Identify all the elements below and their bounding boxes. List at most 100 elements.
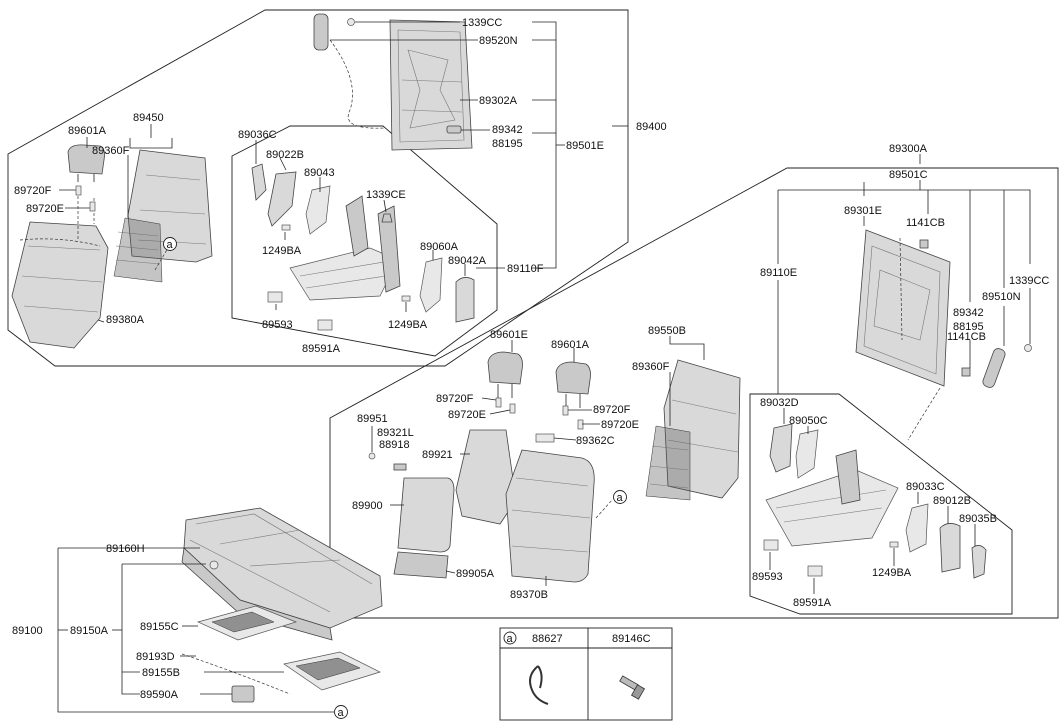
bolt-89146C-icon [619,675,646,700]
label-89362C: 89362C [576,435,615,447]
headrest-89601A-left [67,144,105,175]
label-89360F-left: 89360F [92,145,130,157]
label-89100: 89100 [12,625,43,637]
label-1141CB-1: 1141CB [906,217,945,229]
cover-89042A [455,277,475,323]
legend-part-88627: 88627 [532,633,563,645]
label-89400: 89400 [636,121,667,133]
legend-marker: a [507,633,514,645]
nut-1339CE [381,213,393,223]
boundary-89400 [7,9,629,367]
label-89520N: 89520N [479,35,518,47]
label-89720F-mid1: 89720F [436,393,474,405]
label-1339CC-top: 1339CC [462,17,502,29]
pad-89155B [283,651,381,691]
label-1249BA-left1: 1249BA [262,245,302,257]
label-89380A: 89380A [106,314,145,326]
clip-89591A-left [317,319,333,331]
frame-right [765,449,899,547]
label-89060A: 89060A [420,241,459,253]
group-89400: 1339CC 89520N 89302A 89342 88195 89501E … [7,9,667,367]
label-89905A: 89905A [456,568,495,580]
label-89601A-mid: 89601A [551,339,590,351]
label-89155B: 89155B [142,667,180,679]
module-89590A [231,685,255,703]
label-89022B: 89022B [266,149,304,161]
cover-89033C [905,503,929,553]
label-89720E-left: 89720E [26,203,64,215]
label-89110E: 89110E [760,267,797,279]
bolt-1141CB-1 [919,239,929,249]
legend-marker-circle [503,631,517,645]
screw-89720F-mid1 [495,397,502,408]
label-89050C: 89050C [789,415,828,427]
label-1249BA-right: 1249BA [872,567,912,579]
cover-89012B [939,523,961,573]
clip-88627-icon [529,665,549,705]
label-88918: 88918 [379,439,410,451]
plate-89362C [535,433,555,443]
bolt-1249BA-left1 [281,224,291,231]
heater-pad-89360F-mid [645,425,691,501]
frame-89110F [289,195,401,301]
bolt-89342-left [446,125,462,134]
label-89601A-left: 89601A [68,125,107,137]
label-89720F-mid2: 89720F [593,404,631,416]
cover-89043 [305,185,331,235]
label-89720F-left: 89720F [14,185,52,197]
screw-89720F-mid2 [562,405,569,416]
label-89342-left: 89342 [492,124,523,136]
label-89591A-left: 89591A [302,343,341,355]
label-89510N: 89510N [982,291,1021,303]
bolt-1141CB-2 [961,367,971,377]
legend-table: a 88627 89146C [499,627,673,721]
bracket-89921 [455,429,517,525]
legend-part-89146C: 89146C [612,633,651,645]
label-89593-right: 89593 [752,571,783,583]
label-88195-right: 88195 [953,321,984,333]
clip-89593-left [267,291,283,303]
boundary-frame-box-right [749,393,1013,615]
rod-89510N [982,348,1006,388]
label-89501C: 89501C [889,169,928,181]
label-89593-left: 89593 [262,319,293,331]
screw-89720F-left [75,185,82,196]
cup-89905A [393,551,449,579]
label-89450: 89450 [133,112,164,124]
callout-a-mid-text: a [617,492,624,504]
group-89300A: 89300A 89501C 89301E 1141CB 89110E 1339C… [329,143,1059,619]
clip-89593-right [763,539,779,551]
label-89501E: 89501E [566,140,604,152]
nut-1339CC-top [347,18,355,26]
screw-89720E-left [89,201,96,212]
bolt-88918 [393,463,407,471]
armrest-89900 [397,477,455,553]
label-89042A: 89042A [448,255,487,267]
knob-89035B [971,545,987,579]
legend-border [499,627,673,721]
label-89160H: 89160H [106,543,145,555]
callout-a-bottom-text: a [338,707,345,719]
label-89193D: 89193D [136,651,175,663]
nut-1339CC-right [1024,344,1032,352]
headrest-89601E [487,351,523,385]
headrest-89601A-mid [555,361,591,395]
label-89720E-mid2: 89720E [601,419,639,431]
callout-a-left-text: a [167,239,174,251]
label-89110F: 89110F [507,263,544,275]
screw-89720E-mid2 [577,419,584,430]
label-89150A: 89150A [70,625,109,637]
label-1339CC-right: 1339CC [1009,275,1049,287]
label-89043: 89043 [304,167,335,179]
pad-89155C [196,605,298,641]
label-89590A: 89590A [140,689,179,701]
screw-89720E-mid1 [509,403,516,414]
label-89032D: 89032D [760,397,799,409]
seatback-frame-89301E [855,229,951,387]
label-89035B: 89035B [959,513,997,525]
label-89300A: 89300A [889,143,928,155]
callout-a-left [163,237,177,251]
seatback-89550B [663,359,741,499]
group-89100: a 89160H 89100 89150A 89155C 89193D 8915… [12,507,383,719]
rod-part [313,13,329,51]
